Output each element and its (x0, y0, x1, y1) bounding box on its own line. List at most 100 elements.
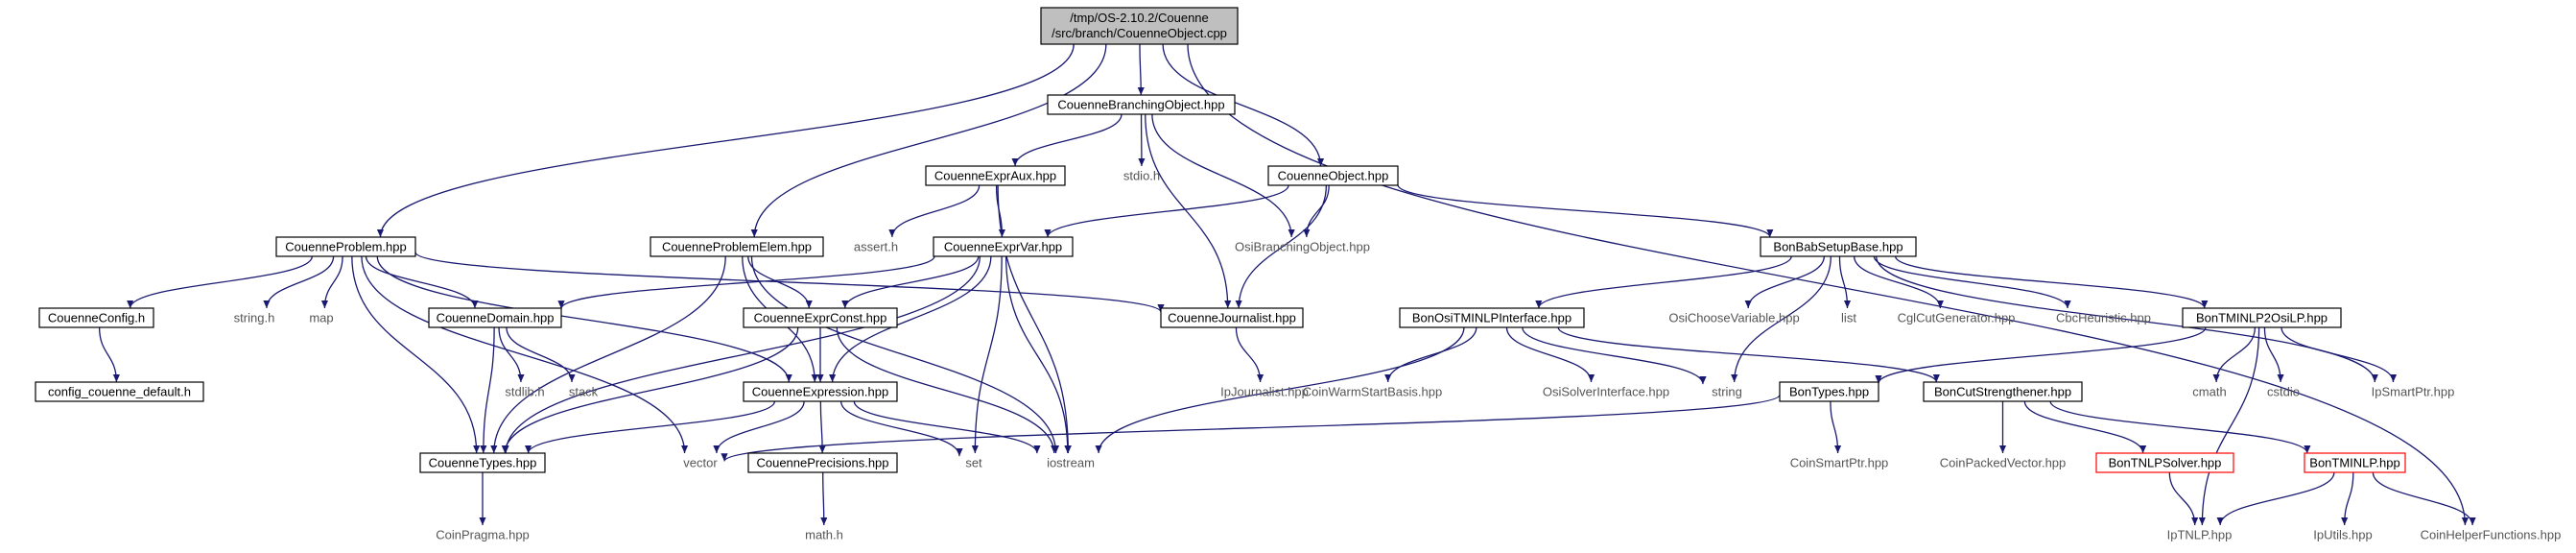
node-CouenneObject[interactable]: CouenneObject.hpp (1267, 165, 1399, 186)
edge-BonTMINLP2OsiLP-to-IpSmartPtr (2281, 326, 2398, 383)
node-box (747, 452, 898, 473)
node-label: BonTMINLP2OsiLP.hpp (2196, 311, 2328, 325)
node-CouenneProblemElem[interactable]: CouenneProblemElem.hpp (650, 236, 824, 257)
node-label: stdlib.h (505, 385, 544, 399)
edge-root-to-CouenneProblemElem (750, 43, 1107, 238)
edge-CouennePrecisions-to-math_h (820, 471, 828, 526)
node-CouenneProblem[interactable]: CouenneProblem.hpp (275, 236, 416, 257)
node-box (650, 236, 824, 257)
node-CouenneExprConst[interactable]: CouenneExprConst.hpp (743, 307, 898, 328)
node-box (2304, 452, 2406, 473)
edge-root-to-CouenneBranchingObject (1137, 43, 1145, 96)
edges-layer (98, 43, 2476, 526)
node-IpSmartPtr: IpSmartPtr.hpp (2372, 385, 2455, 399)
node-label: assert.h (854, 240, 898, 254)
node-label: BonTypes.hpp (1789, 385, 1869, 399)
node-label: CoinPragma.hpp (436, 528, 530, 542)
node-label: CoinPackedVector.hpp (1940, 456, 2067, 470)
edge-BonTNLPSolver-to-IpTNLP (2168, 471, 2199, 526)
edge-CouenneExprConst-to-iostream (836, 326, 1058, 454)
edge-BonTMINLP-to-IpTNLP (2216, 471, 2335, 526)
node-box (1760, 236, 1917, 257)
node-config_default[interactable]: config_couenne_default.h (35, 381, 204, 402)
node-label: map (309, 311, 333, 325)
edge-CouenneDomain-to-CouenneTypes (480, 326, 495, 454)
node-CouenneBranchingObject[interactable]: CouenneBranchingObject.hpp (1047, 94, 1236, 115)
node-label: stdio.h (1123, 169, 1160, 183)
node-CouenneDomain[interactable]: CouenneDomain.hpp (428, 307, 562, 328)
node-CouenneExprVar[interactable]: CouenneExprVar.hpp (933, 236, 1074, 257)
node-OsiBranchingObject: OsiBranchingObject.hpp (1235, 240, 1370, 254)
node-iostream: iostream (1047, 456, 1095, 470)
edge-BonBabSetupBase-to-BonOsiTMINLPInterface (1535, 255, 1792, 309)
node-CouennePrecisions[interactable]: CouennePrecisions.hpp (747, 452, 898, 473)
node-label: IpUtils.hpp (2313, 528, 2372, 542)
node-label: set (965, 456, 982, 470)
node-box (2095, 452, 2234, 473)
edge-CouenneProblem-to-vector (361, 255, 689, 454)
node-vector: vector (683, 456, 718, 470)
node-CouenneExprAux[interactable]: CouenneExprAux.hpp (925, 165, 1066, 186)
node-BonTNLPSolver[interactable]: BonTNLPSolver.hpp (2095, 452, 2234, 473)
edge-CouenneExprConst-to-CouenneTypes (501, 326, 799, 454)
edge-CouenneExprAux-to-iostream (997, 184, 1073, 454)
node-stack: stack (569, 385, 599, 399)
node-stdlib_h: stdlib.h (505, 385, 544, 399)
node-label: cmath (2192, 385, 2226, 399)
edge-BonTMINLP2OsiLP-to-cstdio (2263, 326, 2284, 383)
node-label: BonOsiTMINLPInterface.hpp (1412, 311, 1572, 325)
edge-CouenneExpression-to-CouennePrecisions (818, 400, 826, 454)
edge-BonBabSetupBase-to-list (1838, 255, 1852, 309)
node-label: CoinHelperFunctions.hpp (2421, 528, 2562, 542)
nodes-layer: /tmp/OS-2.10.2/Couenne/src/branch/Couenn… (35, 7, 2562, 542)
edge-CouenneExprVar-to-CouenneExpression (828, 255, 992, 383)
edge-BonTMINLP-to-CoinHelperFunctions (2372, 471, 2476, 526)
node-BonTypes[interactable]: BonTypes.hpp (1779, 381, 1879, 402)
node-IpJournalist: IpJournalist.hpp (1220, 385, 1309, 399)
root-title-line: /src/branch/CouenneObject.cpp (1052, 26, 1227, 40)
node-BonBabSetupBase[interactable]: BonBabSetupBase.hpp (1760, 236, 1917, 257)
node-CoinPackedVector: CoinPackedVector.hpp (1940, 456, 2067, 470)
edge-CouenneProblemElem-to-CouenneExprConst (747, 255, 813, 309)
node-box (933, 236, 1074, 257)
root-title-line: /tmp/OS-2.10.2/Couenne (1070, 11, 1209, 25)
edge-CouenneExpression-to-CouenneTypes (525, 400, 776, 454)
node-CouenneExpression[interactable]: CouenneExpression.hpp (743, 381, 898, 402)
node-label: CouenneProblem.hpp (285, 240, 406, 254)
node-label: CouenneDomain.hpp (437, 311, 555, 325)
node-label: config_couenne_default.h (48, 385, 191, 399)
node-OsiSolverInterface: OsiSolverInterface.hpp (1543, 385, 1669, 399)
node-label: CoinWarmStartBasis.hpp (1303, 385, 1442, 399)
node-label: CouenneObject.hpp (1278, 169, 1389, 183)
edge-CouenneExprVar-to-iostream (1004, 255, 1072, 454)
node-BonOsiTMINLPInterface[interactable]: BonOsiTMINLPInterface.hpp (1399, 307, 1585, 328)
edge-CouenneExprVar-to-CouenneTypes (502, 255, 981, 454)
node-label: CouenneExprConst.hpp (754, 311, 887, 325)
edge-BonBabSetupBase-to-CglCutGenerator (1853, 255, 1944, 309)
edge-root-to-CouenneProblem (376, 43, 1075, 238)
node-CouenneConfig[interactable]: CouenneConfig.h (38, 307, 154, 328)
node-root[interactable]: /tmp/OS-2.10.2/Couenne/src/branch/Couenn… (1040, 7, 1239, 45)
node-BonCutStrengthener[interactable]: BonCutStrengthener.hpp (1923, 381, 2083, 402)
edge-CouenneExprVar-to-set (971, 255, 1003, 454)
node-BonTMINLP[interactable]: BonTMINLP.hpp (2304, 452, 2406, 473)
node-label: IpTNLP.hpp (2167, 528, 2233, 542)
edge-CouenneProblem-to-map (320, 255, 343, 309)
node-box (2182, 307, 2342, 328)
node-label: CouenneExprAux.hpp (934, 169, 1056, 183)
node-CouenneJournalist[interactable]: CouenneJournalist.hpp (1160, 307, 1304, 328)
node-label: CouenneTypes.hpp (429, 456, 537, 470)
edge-CouenneProblem-to-string_h (263, 255, 335, 309)
edge-BonBabSetupBase-to-CbcHeuristic (1873, 255, 2071, 309)
edge-CouenneProblem-to-CouenneTypes (351, 255, 481, 454)
node-CbcHeuristic: CbcHeuristic.hpp (2056, 311, 2151, 325)
node-label: OsiChooseVariable.hpp (1668, 311, 1799, 325)
node-list: list (1841, 311, 1856, 325)
edge-CouenneProblemElem-to-CouenneTypes (490, 255, 726, 454)
node-CouenneTypes[interactable]: CouenneTypes.hpp (419, 452, 546, 473)
node-CoinPragma: CoinPragma.hpp (436, 528, 530, 542)
edge-CouenneExprAux-to-assert_h (888, 184, 981, 238)
edge-CouenneExpression-to-vector (713, 400, 805, 454)
node-BonTMINLP2OsiLP[interactable]: BonTMINLP2OsiLP.hpp (2182, 307, 2342, 328)
edge-CouenneProblemElem-to-iostream (750, 255, 1060, 454)
